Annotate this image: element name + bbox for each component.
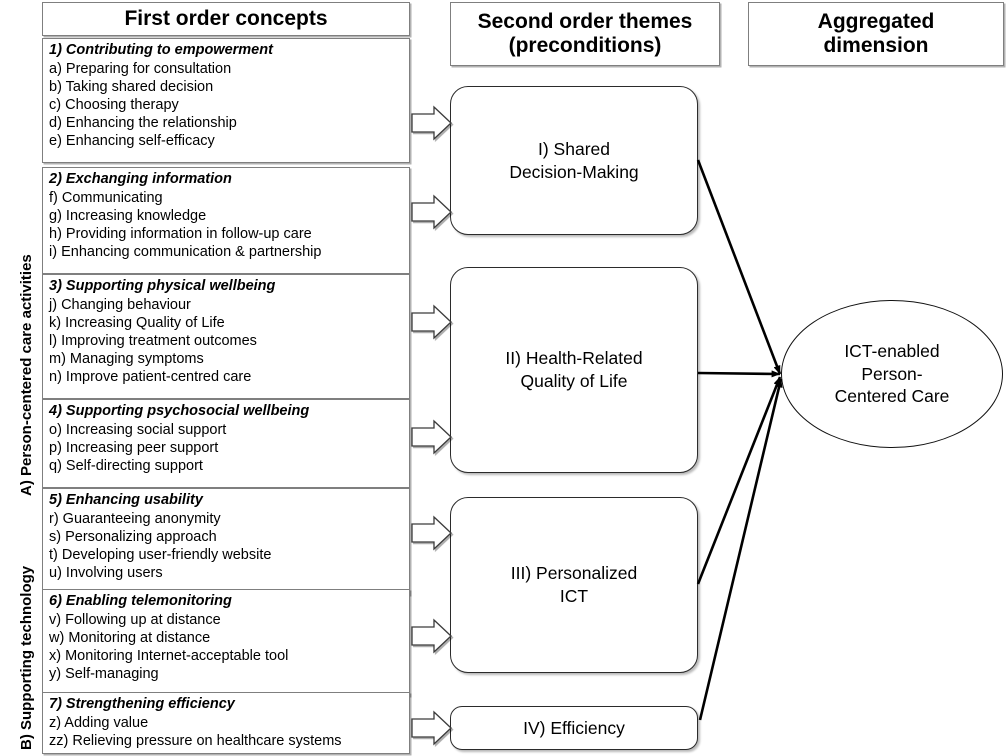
block-arrow-group3-to-theme2 <box>411 304 452 340</box>
concept-group-5-item-t: t) Developing user-friendly website <box>49 547 272 564</box>
concept-group-5-title: 5) Enhancing usability <box>49 492 203 508</box>
theme-1-line2: Decision-Making <box>509 161 639 182</box>
concept-group-6[interactable]: 6) Enabling telemonitoring v) Following … <box>42 589 410 696</box>
header-aggregated-dimension: Aggregated dimension <box>748 2 1004 66</box>
concept-group-6-item-w: w) Monitoring at distance <box>49 630 211 647</box>
connector-theme3-to-aggregated <box>696 376 782 585</box>
header-aggregated-line1: Aggregated <box>817 10 935 34</box>
concept-group-1-title: 1) Contributing to empowerment <box>49 42 273 58</box>
concept-group-2-item-i: i) Enhancing communication & partnership <box>49 244 322 261</box>
concept-group-3-item-k: k) Increasing Quality of Life <box>49 315 225 332</box>
concept-group-3[interactable]: 3) Supporting physical wellbeing j) Chan… <box>42 274 410 399</box>
block-arrow-group2-to-theme1 <box>411 194 452 230</box>
theme-2-line1: II) Health-Related <box>505 348 643 369</box>
header-second-order-themes: Second order themes (preconditions) <box>450 2 720 66</box>
concept-group-3-item-j: j) Changing behaviour <box>49 296 191 313</box>
concept-group-7[interactable]: 7) Strengthening efficiency z) Adding va… <box>42 692 410 754</box>
aggregated-line3: Centered Care <box>834 386 950 407</box>
block-arrow-group4-to-theme2 <box>411 419 452 455</box>
header-second-order-line1: Second order themes <box>477 10 693 34</box>
concept-group-2[interactable]: 2) Exchanging information f) Communicati… <box>42 167 410 274</box>
concept-group-7-title: 7) Strengthening efficiency <box>49 696 235 712</box>
concept-group-5-item-s: s) Personalizing approach <box>49 529 217 546</box>
concept-group-4-title: 4) Supporting psychosocial wellbeing <box>49 403 310 419</box>
header-second-order-line2: (preconditions) <box>508 34 662 57</box>
theme-personalized-ict[interactable]: III) Personalized ICT <box>450 497 698 673</box>
theme-health-related-quality-of-life[interactable]: II) Health-Related Quality of Life <box>450 267 698 473</box>
connector-theme1-to-aggregated <box>696 159 782 375</box>
header-first-order-concepts: First order concepts <box>42 2 410 36</box>
concept-group-3-title: 3) Supporting physical wellbeing <box>49 278 276 294</box>
concept-group-5-item-u: u) Involving users <box>49 565 163 582</box>
side-label-person-centered-care-activities: A) Person-centered care activities <box>18 254 35 496</box>
concept-group-1-item-c: c) Choosing therapy <box>49 97 179 114</box>
concept-group-6-item-y: y) Self-managing <box>49 666 159 683</box>
concept-group-4-item-p: p) Increasing peer support <box>49 440 219 457</box>
header-first-order-label: First order concepts <box>124 7 328 31</box>
block-arrow-group6-to-theme3 <box>411 618 452 654</box>
concept-group-6-item-x: x) Monitoring Internet-acceptable tool <box>49 648 289 665</box>
concept-group-2-title: 2) Exchanging information <box>49 171 232 187</box>
theme-personalized-ict-text: III) Personalized ICT <box>511 562 637 608</box>
theme-2-line2: Quality of Life <box>520 371 628 391</box>
concept-group-6-title: 6) Enabling telemonitoring <box>49 593 232 609</box>
concept-group-1-item-a: a) Preparing for consultation <box>49 60 232 77</box>
header-aggregated-line2: dimension <box>823 34 929 57</box>
concept-group-3-item-n: n) Improve patient-centred care <box>49 369 252 386</box>
block-arrow-group1-to-theme1 <box>411 105 452 141</box>
aggregated-line2: Person- <box>861 363 923 384</box>
concept-group-1-item-e: e) Enhancing self-efficacy <box>49 133 215 150</box>
connector-theme4-to-aggregated <box>698 378 783 721</box>
concept-group-5[interactable]: 5) Enhancing usability r) Guaranteeing a… <box>42 488 410 595</box>
concept-group-3-item-l: l) Improving treatment outcomes <box>49 333 257 350</box>
concept-group-4[interactable]: 4) Supporting psychosocial wellbeing o) … <box>42 399 410 488</box>
theme-1-line1: I) Shared <box>538 138 610 159</box>
side-label-supporting-technology: B) Supporting technology <box>18 565 35 750</box>
theme-shared-decision-making[interactable]: I) Shared Decision-Making <box>450 86 698 235</box>
theme-3-line1: III) Personalized <box>510 563 638 584</box>
theme-efficiency-label: IV) Efficiency <box>523 717 625 738</box>
concept-group-4-item-o: o) Increasing social support <box>49 421 227 438</box>
theme-shared-decision-making-text: I) Shared Decision-Making <box>509 138 638 184</box>
theme-3-line2: ICT <box>559 586 589 606</box>
header-aggregated-text: Aggregated dimension <box>818 10 935 57</box>
concept-group-2-item-g: g) Increasing knowledge <box>49 208 207 225</box>
connector-theme2-to-aggregated <box>697 370 781 378</box>
concept-group-1-item-d: d) Enhancing the relationship <box>49 115 237 132</box>
concept-group-2-item-f: f) Communicating <box>49 189 163 206</box>
concept-group-2-item-h: h) Providing information in follow-up ca… <box>49 226 312 243</box>
theme-efficiency[interactable]: IV) Efficiency <box>450 706 698 750</box>
concept-group-5-item-r: r) Guaranteeing anonymity <box>49 510 221 527</box>
concept-group-1[interactable]: 1) Contributing to empowerment a) Prepar… <box>42 38 410 163</box>
header-second-order-text: Second order themes (preconditions) <box>478 10 693 57</box>
block-arrow-group7-to-theme4 <box>411 710 452 746</box>
theme-health-related-quality-of-life-text: II) Health-Related Quality of Life <box>505 347 642 393</box>
aggregated-dimension-ellipse[interactable]: ICT-enabled Person- Centered Care <box>781 300 1003 448</box>
aggregated-line1: ICT-enabled <box>844 340 940 361</box>
concept-group-6-item-v: v) Following up at distance <box>49 611 221 628</box>
concept-group-1-item-b: b) Taking shared decision <box>49 79 214 96</box>
concept-group-7-item-zz: zz) Relieving pressure on healthcare sys… <box>49 733 342 750</box>
aggregated-dimension-text: ICT-enabled Person- Centered Care <box>835 340 950 408</box>
concept-group-4-item-q: q) Self-directing support <box>49 458 203 475</box>
concept-group-7-item-z: z) Adding value <box>49 714 149 731</box>
concept-group-3-item-m: m) Managing symptoms <box>49 351 204 368</box>
block-arrow-group5-to-theme3 <box>411 515 452 551</box>
